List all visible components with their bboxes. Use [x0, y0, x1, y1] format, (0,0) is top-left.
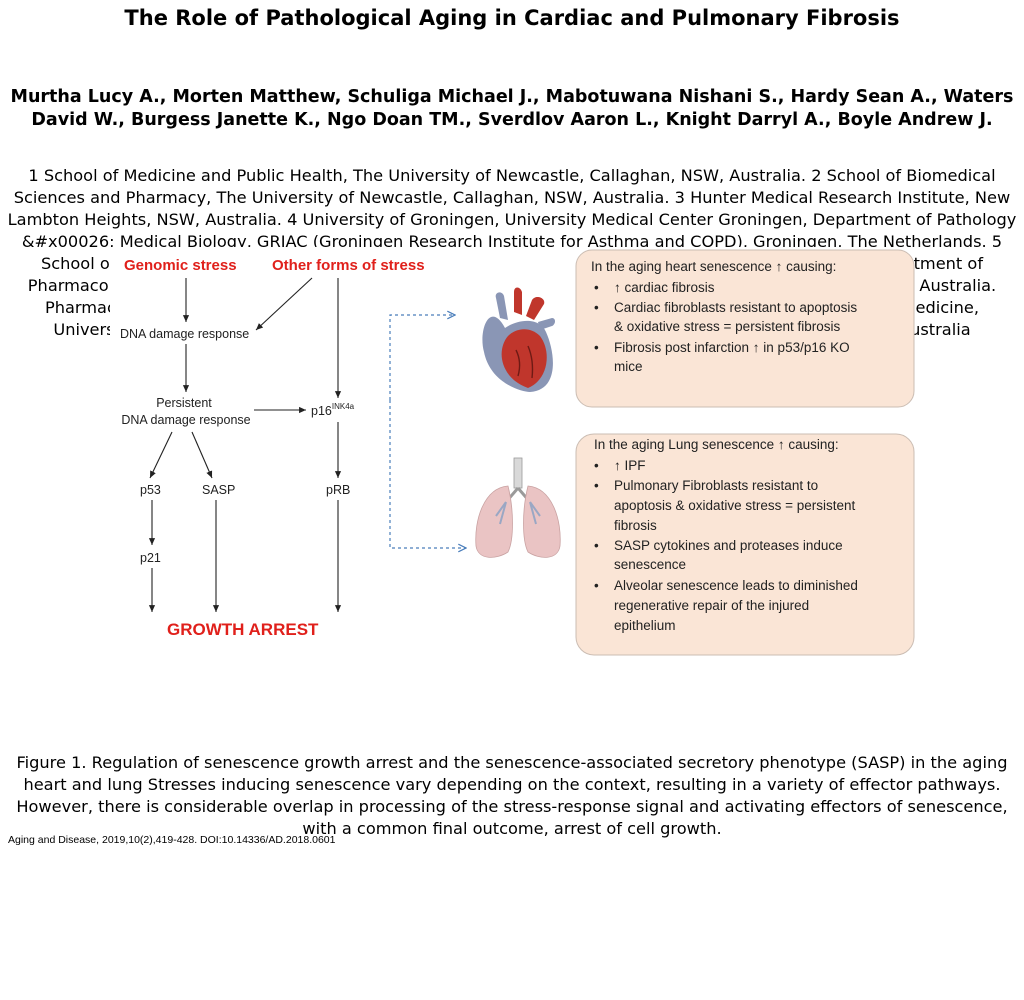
- lung-box-heading: In the aging Lung senescence ↑ causing:: [594, 437, 839, 452]
- lung-bullet-2-line-1: Pulmonary Fibroblasts resistant to: [614, 478, 818, 493]
- heart-bullet-3-line-2: mice: [614, 359, 643, 374]
- ddr-label: DNA damage response: [120, 327, 249, 341]
- lung-senescence-box: [575, 433, 915, 656]
- lung-bullet-mark: •: [594, 478, 599, 493]
- lung-bullet-mark: •: [594, 458, 599, 473]
- p21-label: p21: [140, 551, 161, 565]
- lung-bullet-4-line-1: Alveolar senescence leads to diminished: [614, 578, 858, 593]
- journal-citation: Aging and Disease, 2019,10(2),419-428. D…: [8, 834, 336, 846]
- figure-caption: Figure 1. Regulation of senescence growt…: [16, 753, 1008, 838]
- lung-illustration: [475, 457, 561, 558]
- prb-label: pRB: [326, 483, 350, 497]
- arrow-other-to-ddr: [255, 277, 313, 331]
- author-list: Murtha Lucy A., Morten Matthew, Schuliga…: [10, 87, 1014, 130]
- lung-bullet-4-line-3: epithelium: [614, 618, 676, 633]
- heart-bullet-2-line-2: & oxidative stress = persistent fibrosis: [614, 319, 840, 334]
- lung-bullet-2-line-2: apoptosis & oxidative stress = persisten…: [614, 498, 855, 513]
- lung-bullet-2-line-3: fibrosis: [614, 518, 657, 533]
- persistent-label-1: Persistent: [156, 396, 212, 410]
- sasp-label: SASP: [202, 483, 235, 497]
- lung-bullet-mark: •: [594, 538, 599, 553]
- growth-arrest-label: GROWTH ARREST: [167, 620, 319, 639]
- persistent-label-2: DNA damage response: [121, 413, 250, 427]
- heart-bullet-mark: •: [594, 340, 599, 355]
- lung-bullet-3-line-2: senescence: [614, 557, 686, 572]
- heart-illustration: [482, 287, 555, 392]
- lung-bullet-3-line-1: SASP cytokines and proteases induce: [614, 538, 843, 553]
- lung-bullet-4-line-2: regenerative repair of the injured: [614, 598, 809, 613]
- lung-bullet-1-line-1: ↑ IPF: [614, 458, 646, 473]
- arrow-persistent-to-sasp: [191, 431, 213, 479]
- figure-1: Genomic stress Other forms of stress DNA…: [110, 247, 915, 667]
- heart-bullet-3-line-1: Fibrosis post infarction ↑ in p53/p16 KO: [614, 340, 850, 355]
- heart-bullet-mark: •: [594, 300, 599, 315]
- arrow-persistent-to-p53: [149, 431, 173, 479]
- p53-label: p53: [140, 483, 161, 497]
- heart-box-heading: In the aging heart senescence ↑ causing:: [591, 259, 836, 274]
- paper-title: The Role of Pathological Aging in Cardia…: [124, 6, 900, 30]
- heart-senescence-box: [575, 249, 915, 408]
- heart-bullet-2-line-1: Cardiac fibroblasts resistant to apoptos…: [614, 300, 857, 315]
- p16-superscript: INK4a: [332, 402, 355, 411]
- heart-bullet-1-line-1: ↑ cardiac fibrosis: [614, 280, 715, 295]
- genomic-stress-label: Genomic stress: [124, 257, 237, 274]
- p16-label: p16INK4a: [311, 402, 355, 418]
- other-stress-label: Other forms of stress: [272, 257, 425, 274]
- dotted-connector-lung: [389, 400, 466, 548]
- lung-bullet-mark: •: [594, 578, 599, 593]
- heart-bullet-mark: •: [594, 280, 599, 295]
- dotted-connector-heart: [389, 315, 455, 400]
